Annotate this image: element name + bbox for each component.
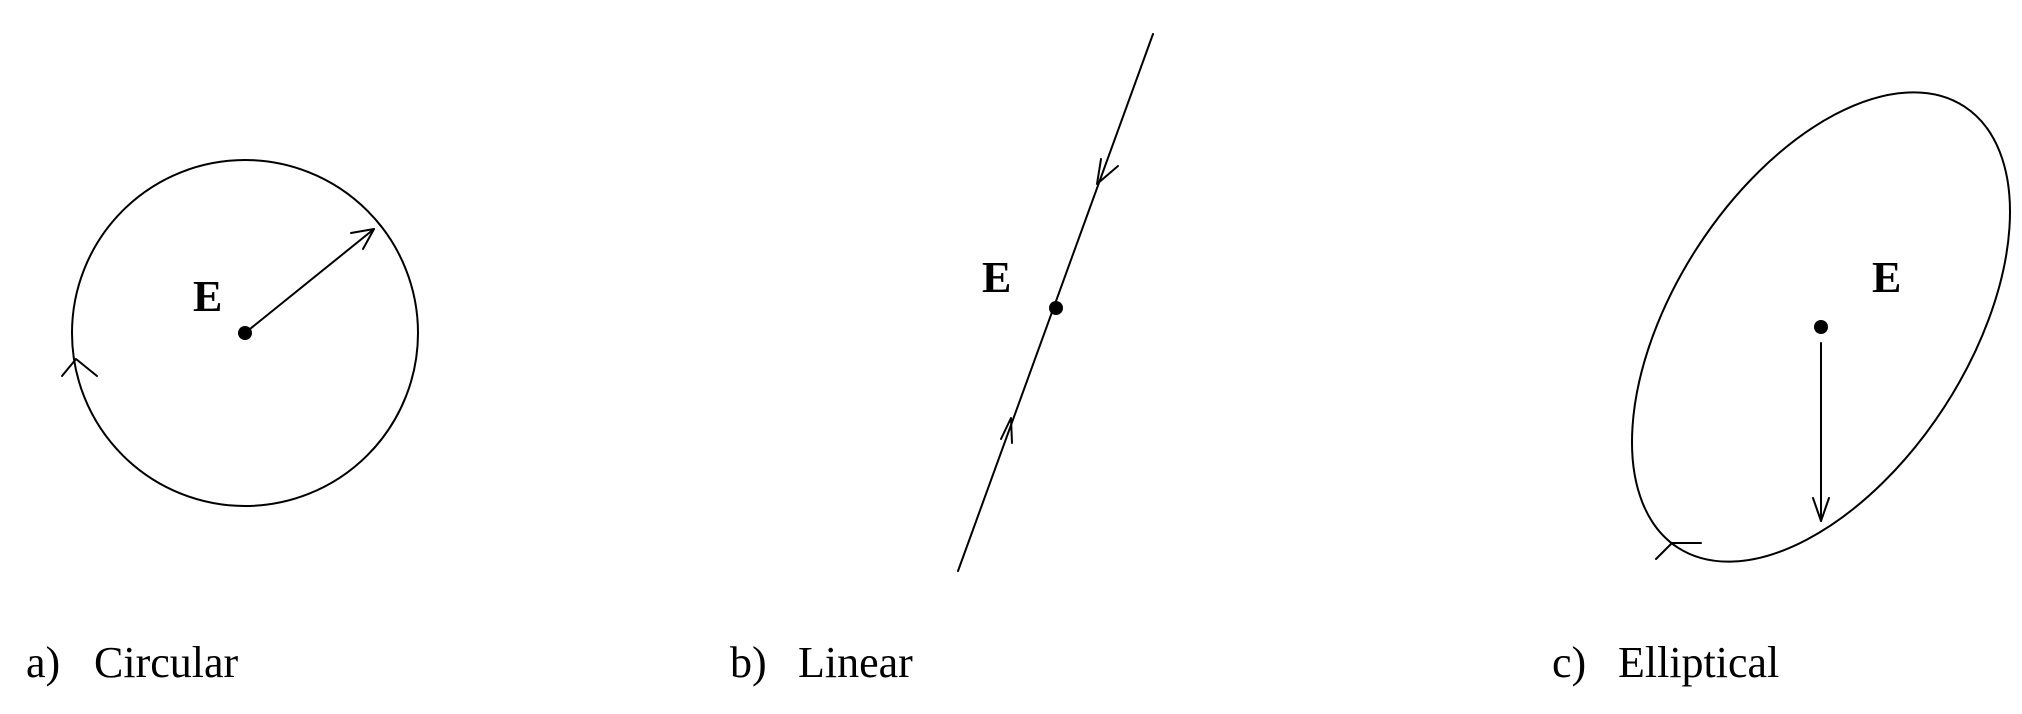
- caption-name: Elliptical: [1618, 638, 1779, 687]
- vector-label-e: E: [1872, 253, 1901, 302]
- caption-name: Linear: [798, 638, 913, 687]
- field-vector: [244, 228, 375, 334]
- vector-label-e: E: [982, 253, 1011, 302]
- downward-arrowhead: [1096, 158, 1119, 185]
- caption-letter: b): [730, 638, 767, 687]
- caption-circular: a) Circular: [26, 638, 239, 687]
- origin-dot: [1049, 301, 1063, 315]
- caption-linear: b) Linear: [730, 638, 913, 687]
- caption-elliptical: c) Elliptical: [1552, 638, 1779, 687]
- circular-path: [71, 159, 419, 507]
- vector-label-e: E: [193, 272, 222, 321]
- panel-elliptical: E c) Elliptical: [1552, 91, 2011, 687]
- elliptical-path: [1631, 91, 2011, 563]
- caption-letter: c): [1552, 638, 1586, 687]
- caption-letter: a): [26, 638, 60, 687]
- upward-arrowhead: [1000, 417, 1013, 444]
- direction-arrowhead: [1655, 542, 1702, 560]
- field-vector-arrowhead: [1812, 497, 1830, 522]
- origin-dot: [238, 326, 252, 340]
- direction-arrowhead: [61, 358, 98, 377]
- origin-dot: [1814, 320, 1828, 334]
- field-vector-arrowhead: [350, 228, 375, 250]
- caption-name: Circular: [94, 638, 239, 687]
- panel-linear: E b) Linear: [730, 33, 1154, 687]
- panel-circular: E a) Circular: [26, 159, 419, 687]
